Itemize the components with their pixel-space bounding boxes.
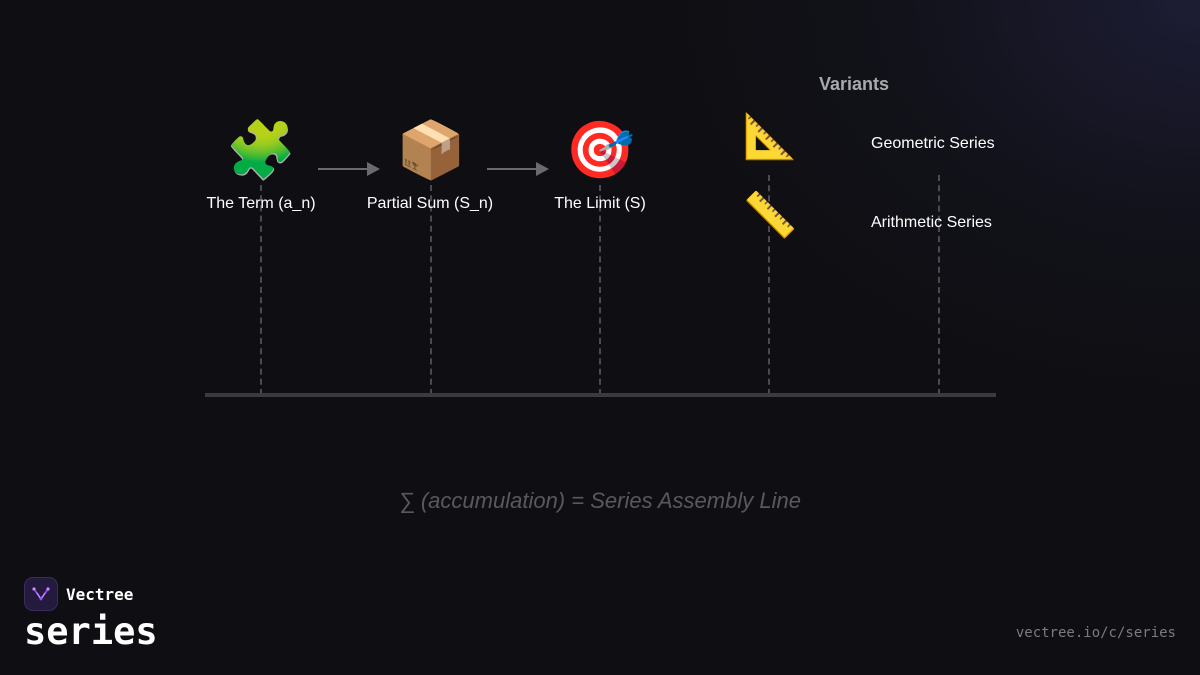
triangular-ruler-icon: 📐 [742, 112, 798, 161]
brand: Vectree [24, 577, 133, 611]
arrow-term-to-partial-sum [318, 162, 380, 176]
stage-label-limit: The Limit (S) [554, 195, 646, 212]
variants-title: Variants [818, 74, 890, 94]
package-icon: 📦 [396, 118, 466, 181]
baseline [205, 393, 996, 397]
topic-title: series [24, 610, 158, 653]
puzzle-piece-icon: 🧩 [226, 118, 296, 181]
straight-ruler-icon: 📏 [742, 191, 798, 240]
variant-label-arithmetic: Arithmetic Series [871, 214, 992, 231]
brand-name: Vectree [66, 584, 134, 604]
vectree-logo-mark [32, 587, 50, 601]
formula-caption: ∑ (accumulation) = Series Assembly Line [399, 488, 801, 513]
stage-label-partial-sum: Partial Sum (S_n) [366, 195, 494, 212]
guide-line-variants-labels [938, 175, 940, 395]
guide-line-term [260, 185, 262, 395]
source-url: vectree.io/c/series [1015, 625, 1176, 641]
guide-line-variants-icons [768, 175, 770, 395]
vectree-logo-icon [24, 577, 58, 611]
guide-line-limit [599, 185, 601, 395]
arrow-partial-sum-to-limit [487, 162, 549, 176]
variant-label-geometric: Geometric Series [871, 135, 995, 152]
stage-label-term: The Term (a_n) [206, 195, 316, 212]
target-icon: 🎯 [565, 118, 635, 181]
guide-line-partial-sum [430, 185, 432, 395]
